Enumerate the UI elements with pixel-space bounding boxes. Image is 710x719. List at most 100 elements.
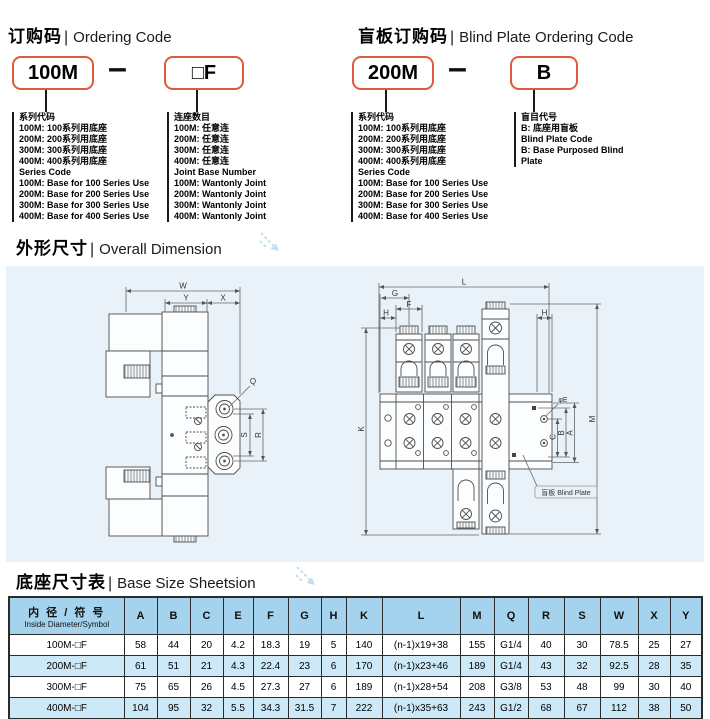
- table-cell: 51: [156, 655, 191, 677]
- dim-label-h-right: H: [542, 309, 548, 318]
- ann-item: 300M: 300系列用底座: [19, 145, 108, 155]
- row-label: 200M-□F: [8, 655, 125, 677]
- joint-base-annotation: 连座数目 100M: 任意连 200M: 任意连 300M: 任意连 400M:…: [167, 112, 319, 222]
- title-separator: |: [90, 241, 95, 258]
- dim-label-k: K: [357, 426, 366, 432]
- ann-item: 100M: Base for 100 Series Use: [358, 178, 489, 188]
- table-cell: 30: [637, 676, 671, 698]
- table-cell: 4.3: [222, 655, 254, 677]
- table-cell: 170: [345, 655, 383, 677]
- dim-label-g: G: [392, 289, 398, 298]
- table-cell: 95: [156, 697, 191, 719]
- table-cell: G1/2: [493, 697, 529, 719]
- dim-label-x: X: [220, 294, 226, 303]
- table-cell: 65: [156, 676, 191, 698]
- label-header-zh: 内 径 / 符 号: [28, 606, 106, 619]
- ann-item: B: Base Purposed Blind: [521, 145, 624, 155]
- col-header: A: [123, 596, 158, 635]
- dim-label-a: A: [566, 430, 575, 436]
- table-cell: 53: [527, 676, 565, 698]
- connector-line: [196, 90, 198, 112]
- table-cell: 4.5: [222, 676, 254, 698]
- table-cell: 112: [599, 697, 639, 719]
- table-cell: 140: [345, 634, 383, 656]
- base-size-table: 内 径 / 符 号 Inside Diameter/Symbol A B C E…: [8, 596, 703, 719]
- dimension-labels: W Y X Q S R: [179, 282, 263, 438]
- ordering-code-title: 订购码|Ordering Code: [8, 22, 172, 47]
- table-cell: 189: [345, 676, 383, 698]
- ann-item: 200M: Wantonly Joint: [174, 189, 267, 199]
- dimension-labels: L G F H H K M A B C φE 盲板 Blind Plate: [357, 278, 597, 498]
- table-cell: 32: [563, 655, 601, 677]
- ann-item: 400M: Wantonly Joint: [174, 211, 267, 221]
- table-cell: 5: [320, 634, 347, 656]
- table-cell: 5.5: [222, 697, 254, 719]
- table-cell: 21: [189, 655, 224, 677]
- dim-label-b: B: [557, 430, 566, 435]
- title-separator: |: [450, 29, 455, 46]
- table-cell: 40: [527, 634, 565, 656]
- ann-item: 200M: 200系列用底座: [358, 134, 447, 144]
- ann-en-header: Series Code: [19, 167, 72, 177]
- table-cell: 78.5: [599, 634, 639, 656]
- dimension-title-zh: 外形尺寸: [16, 239, 88, 258]
- row-label: 300M-□F: [8, 676, 125, 698]
- ann-item: 300M: Base for 300 Series Use: [19, 200, 150, 210]
- table-cell: (n-1)x35+63: [381, 697, 461, 719]
- col-header: E: [222, 596, 254, 635]
- dimension-title-en: Overall Dimension: [99, 241, 222, 258]
- table-cell: 189: [459, 655, 495, 677]
- table-cell: 50: [669, 697, 703, 719]
- ann-item: 200M: Base for 200 Series Use: [19, 189, 150, 199]
- dim-label-l: L: [462, 278, 467, 287]
- row-label: 400M-□F: [8, 697, 125, 719]
- col-header: Y: [669, 596, 703, 635]
- dimension-lines: [125, 287, 267, 462]
- ann-item: 300M: Wantonly Joint: [174, 200, 267, 210]
- ordering-title-en: Ordering Code: [73, 29, 172, 46]
- table-cell: G1/4: [493, 634, 529, 656]
- table-cell: 7: [320, 697, 347, 719]
- ann-item: 100M: Base for 100 Series Use: [19, 178, 150, 188]
- ann-item: 300M: 300系列用底座: [358, 145, 447, 155]
- table-cell: 222: [345, 697, 383, 719]
- table-cell: 22.4: [252, 655, 289, 677]
- table-cell: 58: [123, 634, 158, 656]
- table-cell: 40: [669, 676, 703, 698]
- ann-item: 200M: 任意连: [174, 134, 230, 144]
- ordering-title-zh: 订购码: [8, 27, 62, 46]
- connector-line: [385, 90, 387, 112]
- col-header: S: [563, 596, 601, 635]
- table-cell: 34.3: [252, 697, 289, 719]
- dim-label-r: R: [254, 432, 263, 438]
- code-box-200m: 200M: [352, 56, 434, 90]
- table-cell: 48: [563, 676, 601, 698]
- ann-item: Plate: [521, 156, 543, 166]
- blind-plate-callout: 盲板 Blind Plate: [541, 488, 591, 497]
- table-cell: 61: [123, 655, 158, 677]
- table-cell: 99: [599, 676, 639, 698]
- col-header: K: [345, 596, 383, 635]
- table-cell: 43: [527, 655, 565, 677]
- ann-item: 100M: Wantonly Joint: [174, 178, 267, 188]
- label-header-en: Inside Diameter/Symbol: [24, 619, 110, 629]
- table-cell: 38: [637, 697, 671, 719]
- table-cell: 30: [563, 634, 601, 656]
- table-cell: G3/8: [493, 676, 529, 698]
- blind-code-annotation: 盲目代号 B: 底座用盲板 Blind Plate Code B: Base P…: [514, 112, 691, 167]
- col-header: R: [527, 596, 565, 635]
- series-code-annotation: 系列代码 100M: 100系列用底座 200M: 200系列用底座 300M:…: [12, 112, 169, 222]
- ann-item: 100M: 100系列用底座: [358, 123, 447, 133]
- col-header: F: [252, 596, 289, 635]
- title-separator: |: [108, 575, 113, 592]
- col-header: M: [459, 596, 495, 635]
- dim-label-h-left: H: [383, 309, 389, 318]
- ann-zh-header: 盲目代号: [521, 112, 558, 122]
- dim-label-s: S: [240, 432, 249, 437]
- col-header: H: [320, 596, 347, 635]
